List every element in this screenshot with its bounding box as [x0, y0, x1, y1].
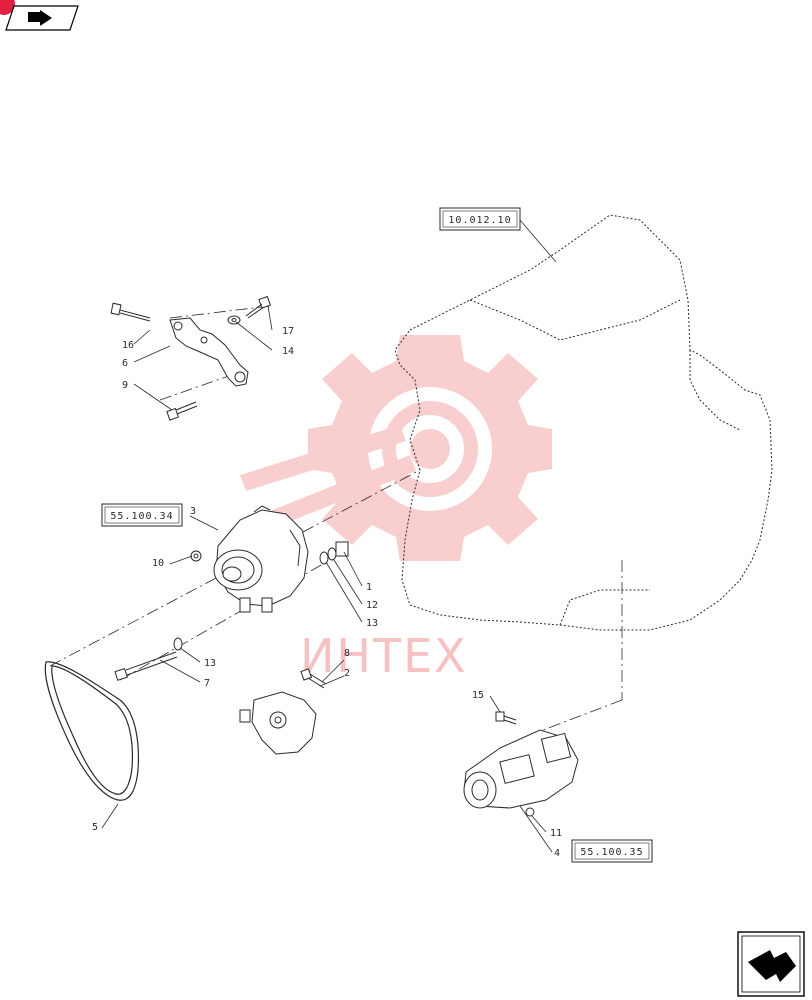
reference-box-alternator[interactable]: 55.100.34 [101, 503, 183, 527]
washer-13a [319, 551, 329, 565]
callout-7: 7 [204, 678, 210, 689]
alternator [213, 505, 309, 613]
callout-16: 16 [122, 340, 134, 351]
callout-17: 17 [282, 326, 294, 337]
callout-8: 8 [344, 648, 350, 659]
callout-3: 3 [190, 506, 196, 517]
reference-box-starter[interactable]: 55.100.35 [571, 839, 653, 863]
svg-text:55.100.35: 55.100.35 [580, 847, 643, 858]
bolt-15 [495, 711, 517, 725]
callout-14: 14 [282, 346, 294, 357]
nut-11 [525, 807, 535, 817]
drive-belt [44, 661, 140, 801]
callout-6: 6 [122, 358, 128, 369]
callout-10: 10 [152, 558, 164, 569]
callout-13a: 13 [366, 618, 378, 629]
washer-13b [173, 637, 183, 651]
watermark-text: ИНТЕХ [300, 629, 468, 683]
callout-15: 15 [472, 690, 484, 701]
nut-10 [190, 550, 202, 562]
bolt-7 [114, 651, 178, 681]
callout-numbers: 16 6 9 17 14 3 10 1 12 13 13 7 8 2 5 15 … [92, 326, 562, 859]
callout-2: 2 [344, 668, 350, 679]
callout-12: 12 [366, 600, 378, 611]
callout-5: 5 [92, 822, 98, 833]
svg-text:55.100.34: 55.100.34 [110, 511, 173, 522]
book-arrow-icon[interactable] [0, 0, 79, 31]
callout-1: 1 [366, 582, 372, 593]
callout-4: 4 [554, 848, 560, 859]
next-page-arrow-icon[interactable] [737, 931, 805, 997]
reference-box-engine[interactable]: 10.012.10 [439, 207, 521, 231]
starter-motor [463, 729, 579, 809]
callout-13b: 13 [204, 658, 216, 669]
bolt-16 [110, 302, 151, 322]
bolt-8 [300, 668, 327, 689]
callout-leaders [101, 305, 553, 853]
washer-12 [327, 547, 337, 561]
bolt-17 [245, 295, 272, 319]
watermark-gear-logo [240, 335, 552, 561]
engine-block-outline [394, 214, 773, 631]
washer-14 [227, 315, 241, 325]
callout-9: 9 [122, 380, 128, 391]
svg-text:10.012.10: 10.012.10 [448, 215, 511, 226]
alternator-bracket [169, 317, 249, 387]
callout-11: 11 [550, 828, 562, 839]
bolt-9 [166, 401, 198, 421]
nut-1 [335, 541, 349, 557]
alternator-lower-mount [239, 691, 317, 755]
